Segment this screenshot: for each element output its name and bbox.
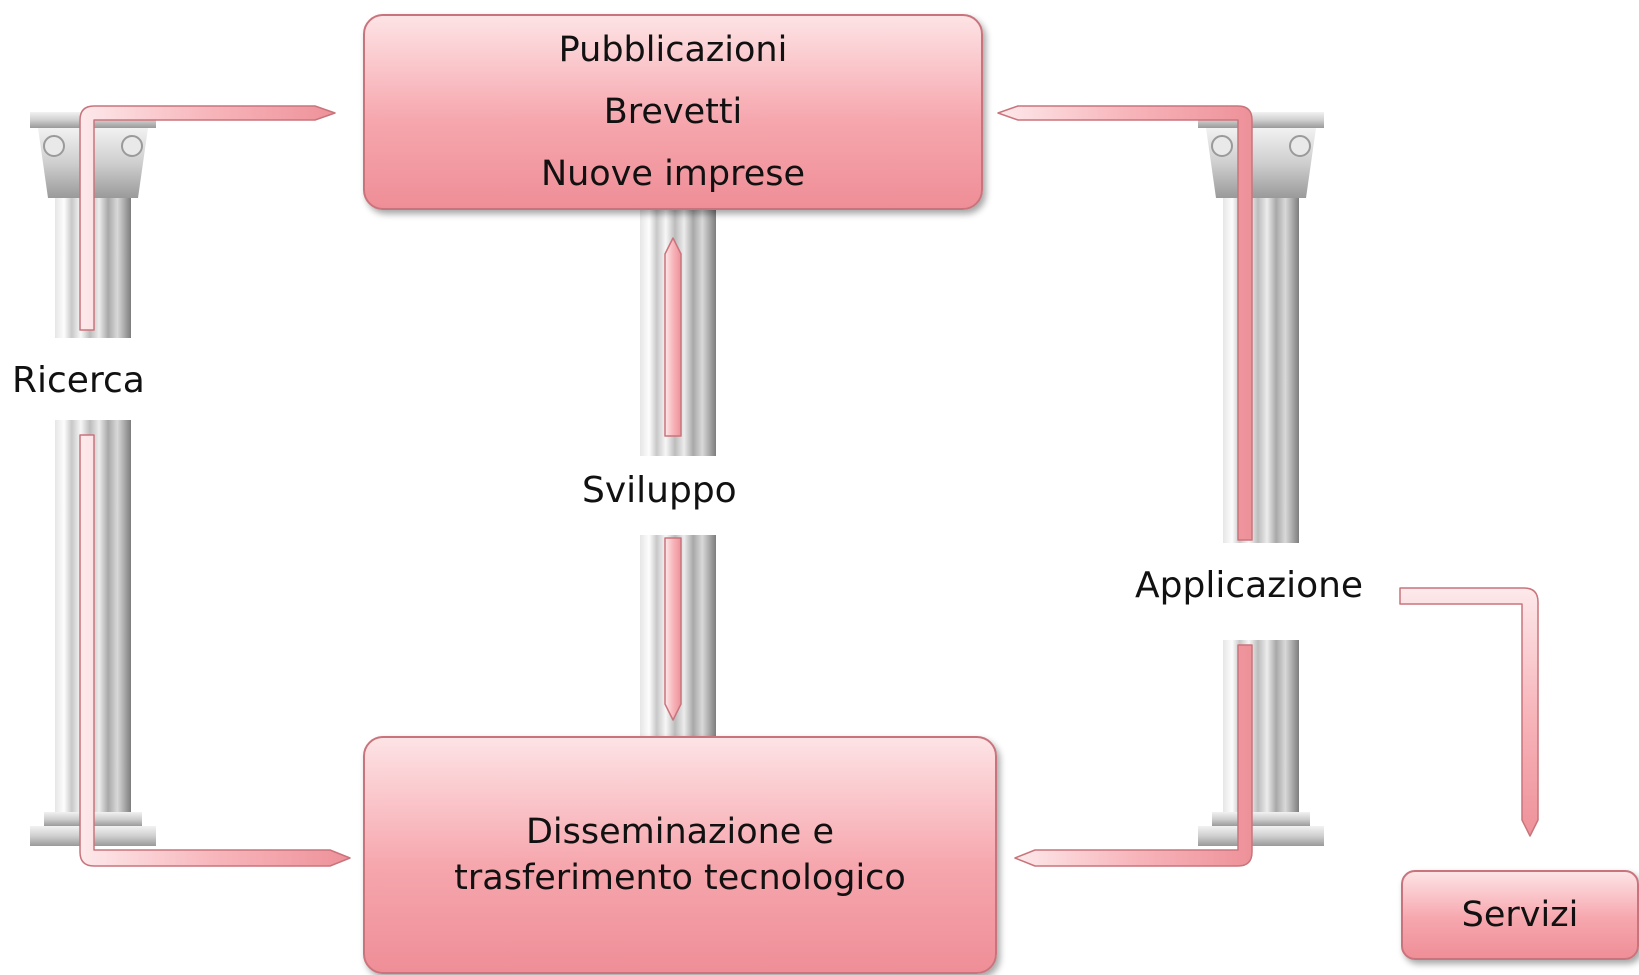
top-box-line-3: Nuove imprese: [540, 154, 806, 194]
pillar-right-volute-left: [1211, 135, 1233, 157]
services-box: Servizi: [1401, 870, 1639, 960]
arrow-applicazione-to-bottom-box: [1014, 644, 1253, 867]
top-box-line-2: Brevetti: [603, 92, 743, 132]
pillar-left-volute-left: [43, 135, 65, 157]
pillar-right-shaft-upper: [1223, 198, 1299, 543]
pillar-left-volute-right: [121, 135, 143, 157]
arrow-applicazione-to-servizi: [1399, 587, 1539, 837]
bottom-box-line-2: trasferimento tecnologico: [454, 858, 906, 898]
top-box: Pubblicazioni Brevetti Nuove imprese: [363, 14, 983, 210]
label-ricerca: Ricerca: [12, 360, 145, 401]
top-box-line-1: Pubblicazioni: [558, 30, 788, 70]
pillar-right-capital: [1206, 128, 1316, 198]
services-box-label: Servizi: [1461, 895, 1579, 935]
label-applicazione: Applicazione: [1135, 565, 1364, 606]
pillar-right-plinth: [1198, 826, 1324, 846]
pillar-right-volute-right: [1289, 135, 1311, 157]
pillar-right-torus: [1212, 812, 1310, 826]
pillar-right: [1198, 112, 1324, 846]
arrow-sviluppo-to-top-box: [664, 237, 682, 437]
arrow-applicazione-to-top-box: [997, 105, 1253, 541]
bottom-box: Disseminazione e trasferimento tecnologi…: [363, 736, 997, 974]
label-sviluppo: Sviluppo: [582, 470, 737, 511]
arrow-ricerca-to-top-box: [79, 105, 336, 331]
pillar-right-shaft-lower: [1223, 640, 1299, 812]
arrow-sviluppo-to-bottom-box: [664, 537, 682, 721]
arrow-ricerca-to-bottom-box: [79, 434, 351, 867]
bottom-box-line-1: Disseminazione e: [525, 812, 834, 852]
